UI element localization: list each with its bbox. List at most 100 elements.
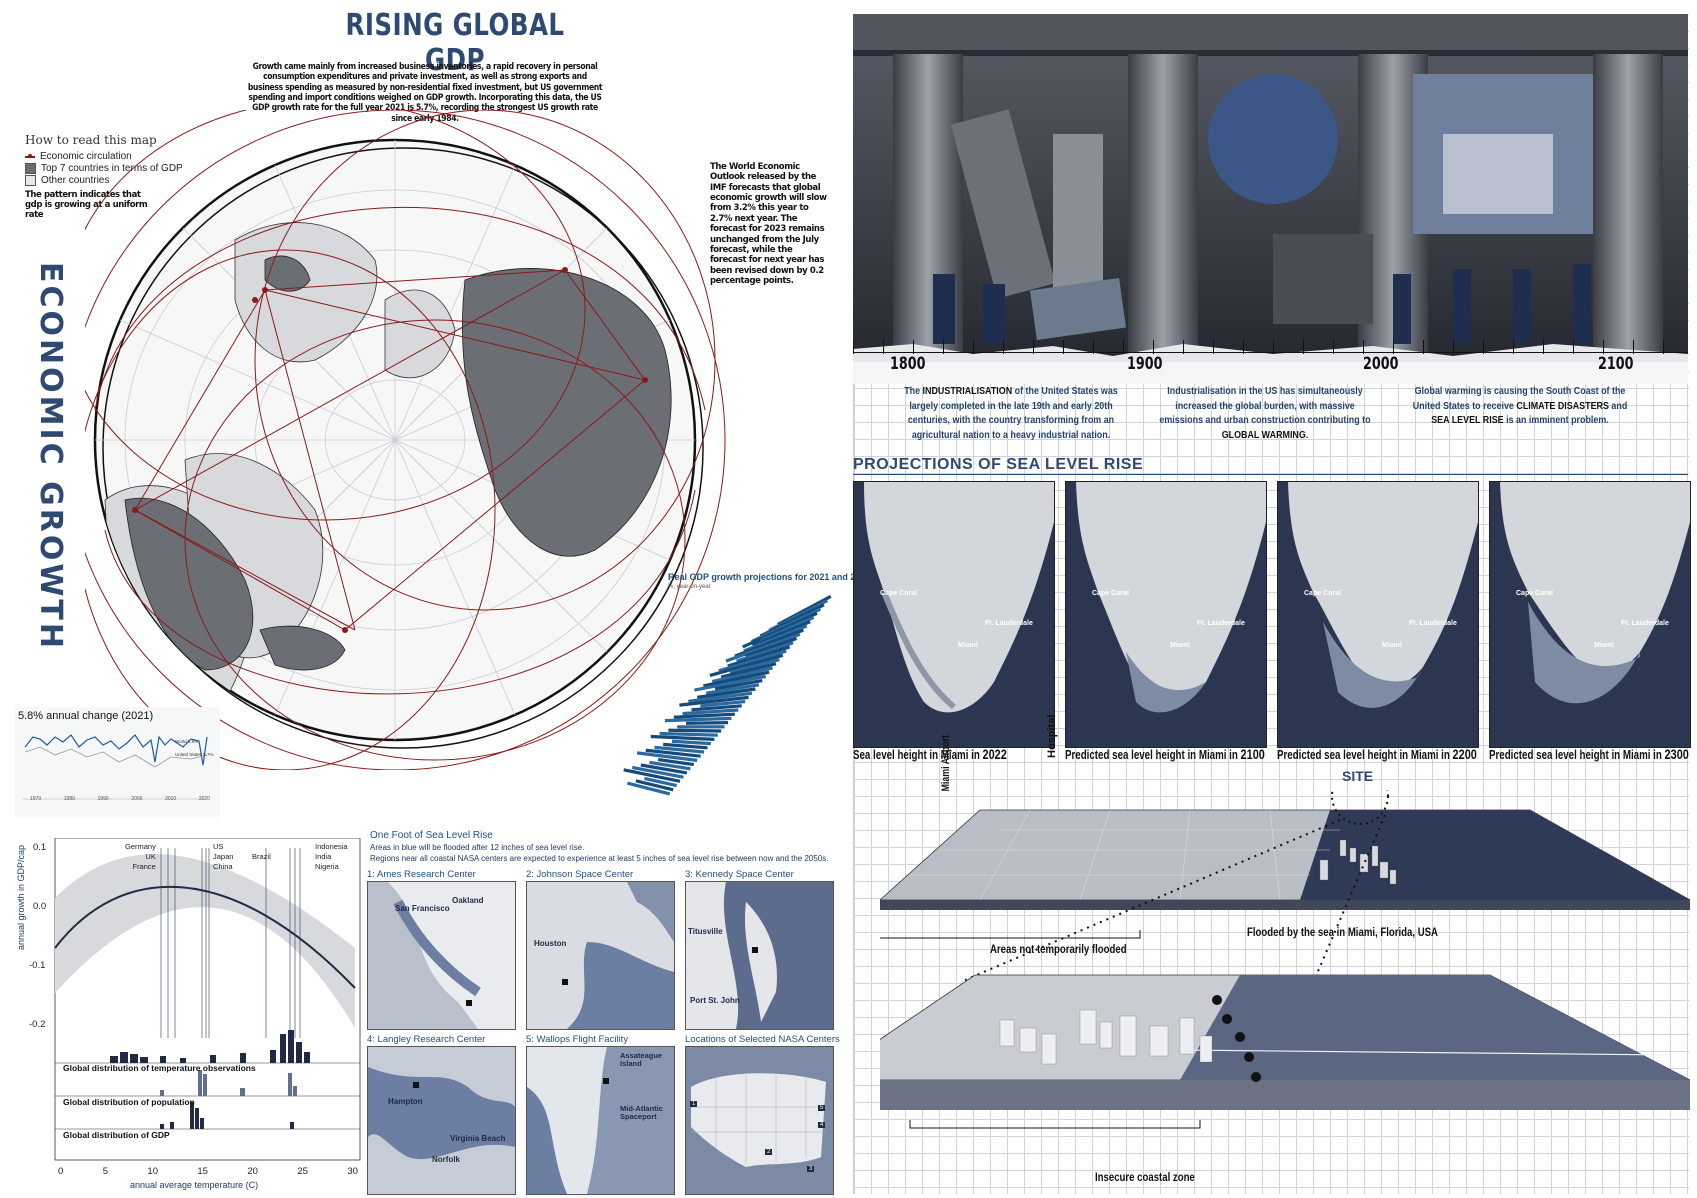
- gdp-projection-bar: [691, 704, 742, 712]
- sea-caption-2200: Predicted sea level height in Miami in 2…: [1277, 746, 1477, 762]
- timeline-year-1800: 1800: [890, 354, 926, 374]
- map-label-cape-coral-2: Cape Coral: [1092, 590, 1129, 597]
- sea-caption-2022: Sea level height in Miami in 2022: [853, 746, 1007, 762]
- gdp-projection-bar: [686, 721, 729, 725]
- gdp-projection-bar: [688, 691, 753, 703]
- sea-map-2300: [1489, 481, 1691, 748]
- bars-title: Real GDP growth projections for 2021 and…: [668, 572, 871, 582]
- gdp-projection-bar: [671, 739, 711, 746]
- dist-population-label: Global distribution of population: [63, 1097, 195, 1107]
- gdp-projection-bar: [682, 708, 739, 716]
- temp-y-label: annual growth in GDP/cap: [16, 844, 26, 950]
- sea-title-rule: [853, 474, 1688, 475]
- isometric-site-model: [880, 790, 1690, 1129]
- history-collage: [853, 14, 1688, 384]
- timeline-year-1900: 1900: [1127, 354, 1163, 374]
- imf-note: The World Economic Outlook released by t…: [710, 162, 827, 286]
- dist-temperature-label: Global distribution of temperature obser…: [63, 1063, 256, 1073]
- overview-label-2: 2: [765, 1149, 773, 1155]
- nasa-map-caption-3: 3: Kennedy Space Center: [685, 869, 794, 880]
- wallops-label-assateague: Assateague Island: [620, 1051, 663, 1069]
- gdp-projection-bar: [640, 763, 688, 775]
- map-label-ftl-2: Ft. Lauderdale: [1197, 620, 1245, 627]
- gdp-projection-bar: [720, 662, 777, 679]
- gdp-projection-bar: [645, 748, 701, 758]
- y-tick-0.0: 0.0: [33, 901, 47, 912]
- gdp-projection-bar: [649, 760, 691, 771]
- gdp-projection-bar: [697, 687, 756, 699]
- gdp-projection-bar: [718, 649, 787, 673]
- gdp-projection-bar: [623, 768, 681, 783]
- sea-map-2022: [853, 481, 1055, 748]
- other-swatch-icon: [25, 175, 36, 186]
- kennedy-label-portstjohn: Port St. John: [690, 996, 740, 1005]
- johnson-label-houston: Houston: [534, 939, 567, 948]
- gdp-projection-bar: [700, 700, 746, 708]
- sea-caption-2300: Predicted sea level height in Miami in 2…: [1489, 746, 1689, 762]
- legend-title: How to read this map: [25, 133, 157, 147]
- temperature-distribution: [110, 1030, 310, 1063]
- gdp-projection-bar: [679, 695, 749, 707]
- gdp-projection-bar: [635, 779, 674, 792]
- globe-svg: [64, 99, 726, 771]
- annual-legend: World 5.8% United States 5.7%: [175, 739, 214, 757]
- sea-level-title: PROJECTIONS OF SEA LEVEL RISE: [853, 456, 1144, 473]
- label-insecure-zone: Insecure coastal zone: [1095, 1170, 1195, 1184]
- nasa-title: One Foot of Sea Level Rise: [370, 830, 493, 841]
- gdp-projection-bar: [673, 712, 735, 719]
- nasa-map-caption-6: Locations of Selected NASA Centers: [685, 1034, 840, 1045]
- gdp-projection-bar: [657, 757, 694, 767]
- legend-item-circulation: Economic circulation: [25, 151, 132, 162]
- country-brazil: Brazil: [252, 852, 271, 861]
- desc-global-warming: Industrialisation in the US has simultan…: [1159, 385, 1371, 442]
- gdp-projection-bar: [705, 683, 760, 695]
- gdp-projection-bar: [650, 734, 715, 741]
- nasa-map-caption-5: 5: Wallops Flight Facility: [526, 1034, 629, 1045]
- gdp-projection-bar: [668, 728, 722, 733]
- coastal-markers: [1212, 995, 1261, 1082]
- map-label-cape-coral: Cape Coral: [880, 590, 917, 597]
- label-flooded: Flooded by the sea in Miami, Florida, US…: [1247, 925, 1438, 939]
- gdp-projection-bar: [703, 670, 770, 688]
- map-label-miami-3: Miami: [1382, 642, 1402, 649]
- graticule: [95, 140, 695, 740]
- label-site: SITE: [1342, 768, 1374, 784]
- annual-change-label: 5.8% annual change (2021): [18, 710, 154, 722]
- gdp-projection-bar: [725, 632, 801, 663]
- kennedy-label-titusville: Titusville: [688, 927, 723, 936]
- legend-item-other: Other countries: [25, 175, 109, 186]
- langley-label-vb: Virginia Beach: [450, 1134, 506, 1143]
- timeline-ticks: [853, 340, 1688, 354]
- annual-change-chart: [23, 734, 208, 800]
- gdp-projection-bar: [659, 731, 718, 737]
- nasa-map-johnson: [526, 881, 675, 1030]
- top7-swatch-icon: [25, 163, 36, 174]
- desc-climate-disasters: Global warming is causing the South Coas…: [1412, 385, 1628, 427]
- langley-label-norfolk: Norfolk: [432, 1155, 460, 1164]
- bars-subtitle: %, year-on-year: [668, 584, 711, 590]
- sea-map-2200: [1277, 481, 1479, 748]
- legend-note: The pattern indicates that gdp is growin…: [25, 190, 148, 221]
- gdp-projection-bar: [636, 751, 698, 762]
- vertical-title: ECONOMIC GROWTH: [33, 262, 68, 651]
- gdp-projection-bar: [694, 674, 767, 692]
- timeline-year-2000: 2000: [1363, 354, 1399, 374]
- globe-map: [64, 99, 735, 771]
- greenland-land: [384, 289, 456, 379]
- gdp-projection-bar: [736, 641, 794, 663]
- gdp-projection-bars: [623, 595, 832, 796]
- nasa-map-langley: [367, 1046, 516, 1195]
- response-curve: [54, 885, 356, 989]
- gdp-projection-bar: [626, 781, 671, 796]
- map-label-ftl-3: Ft. Lauderdale: [1409, 620, 1457, 627]
- russia-china-land: [461, 268, 672, 557]
- y-tick-neg0.2: -0.2: [29, 1019, 46, 1030]
- gdp-projection-bar: [677, 725, 725, 729]
- label-not-flooded: Areas not temporarily flooded: [990, 942, 1127, 956]
- collage-art: [853, 14, 1688, 384]
- collage-figures: [933, 264, 1591, 344]
- wallops-label-spaceport: Mid-Atlantic Spaceport: [620, 1104, 663, 1122]
